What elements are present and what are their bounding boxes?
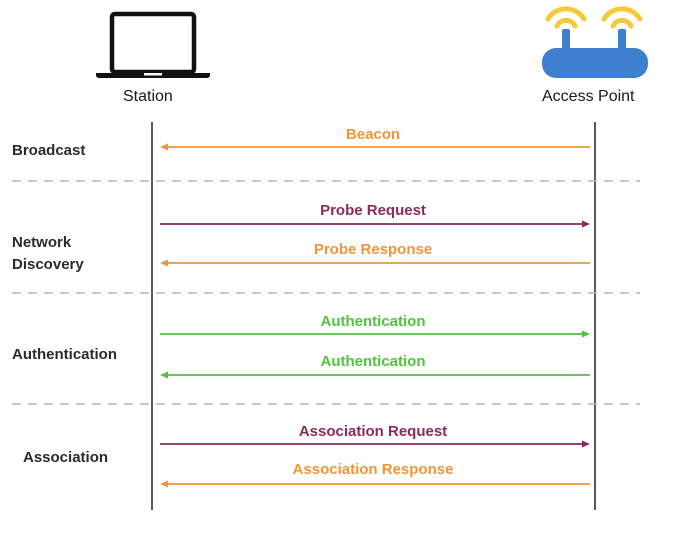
wifi-router-icon [542, 6, 648, 78]
message-label-association-request: Association Request [298, 423, 448, 440]
phase-label-association: Association [23, 449, 109, 466]
message-arrow-4 [160, 330, 590, 338]
message-arrow-1 [160, 143, 590, 151]
arrowhead-icon [582, 220, 590, 228]
message-arrow-2 [160, 220, 590, 228]
arrowhead-icon [160, 259, 168, 267]
message-arrow-6 [160, 440, 590, 448]
message-arrow-5 [160, 371, 590, 379]
message-label-authentication-request: Authentication [320, 313, 426, 330]
arrowhead-icon [160, 480, 168, 488]
station-label: Station [123, 88, 173, 105]
signal-left-inner-icon [554, 17, 578, 29]
message-arrows [160, 143, 590, 488]
arrowhead-icon [160, 143, 168, 151]
message-arrow-3 [160, 259, 590, 267]
signal-right-inner-icon [610, 17, 634, 29]
arrowhead-icon [582, 440, 590, 448]
phase-label-broadcast: Broadcast [12, 142, 86, 159]
message-arrow-7 [160, 480, 590, 488]
message-label-association-response: Association Response [292, 461, 454, 478]
access-point-label: Access Point [542, 88, 635, 105]
message-label-probe-response: Probe Response [313, 241, 433, 258]
phase-label-network-discovery: Network Discovery [12, 234, 84, 273]
signal-right-outer-icon [601, 6, 643, 22]
message-label-probe-request: Probe Request [320, 202, 426, 219]
laptop-icon [96, 11, 210, 78]
arrowhead-icon [582, 330, 590, 338]
signal-left-outer-icon [545, 6, 587, 22]
message-label-beacon: Beacon [345, 126, 401, 143]
message-label-authentication-response: Authentication [320, 353, 426, 370]
phase-label-authentication: Authentication [12, 346, 117, 363]
arrowhead-icon [160, 371, 168, 379]
